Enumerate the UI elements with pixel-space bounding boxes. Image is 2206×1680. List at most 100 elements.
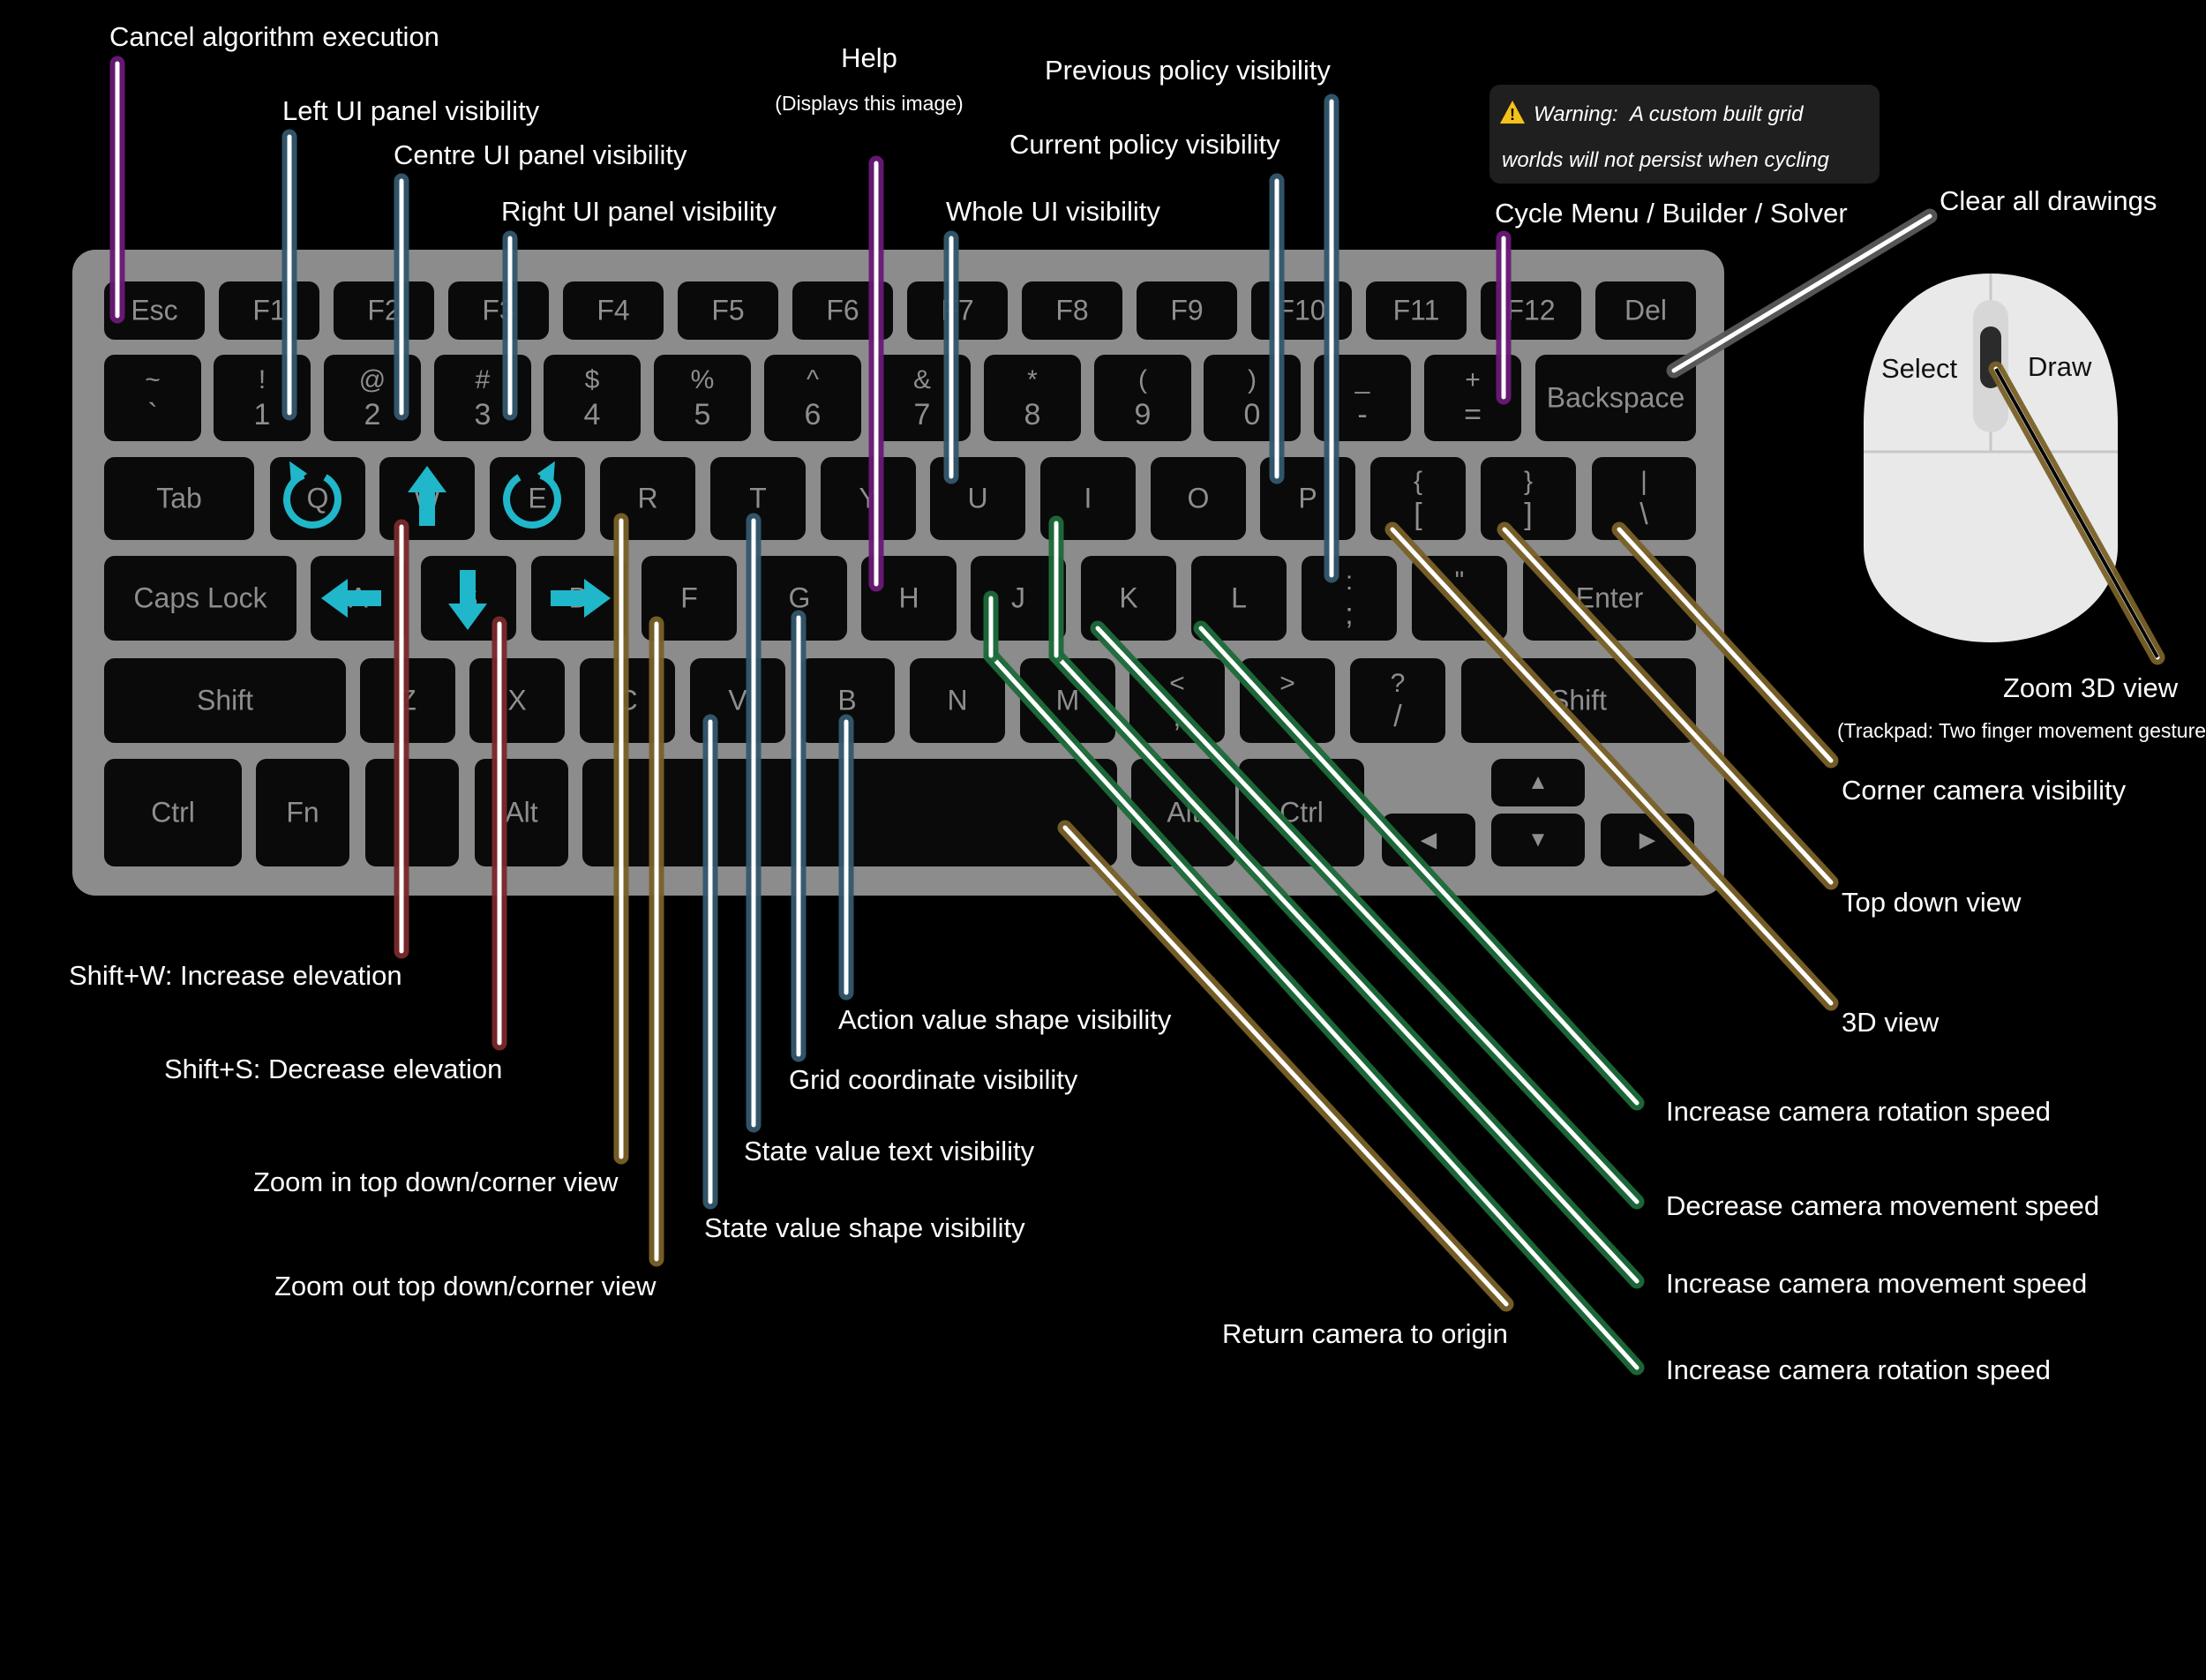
- key-f1[interactable]: F1: [219, 281, 319, 340]
- key-7[interactable]: &7: [874, 355, 971, 441]
- key-tab[interactable]: Tab: [104, 457, 254, 540]
- key-h[interactable]: H: [861, 556, 957, 641]
- key-f12[interactable]: F12: [1481, 281, 1581, 340]
- key-c[interactable]: C: [580, 658, 675, 743]
- key-s[interactable]: S: [421, 556, 516, 641]
- key-b[interactable]: B: [799, 658, 895, 743]
- key-5[interactable]: %5: [654, 355, 751, 441]
- key-shift-left[interactable]: Shift: [104, 658, 346, 743]
- key-f2[interactable]: F2: [334, 281, 434, 340]
- key-label-bottom: .: [1283, 700, 1292, 734]
- key-label: F4: [597, 294, 630, 326]
- key-ctrl-right[interactable]: Ctrl: [1239, 759, 1364, 866]
- key-tilde[interactable]: ~`: [104, 355, 201, 441]
- key-label-bottom: `: [147, 398, 158, 432]
- key-label: L: [1231, 581, 1247, 614]
- key-2[interactable]: @2: [324, 355, 421, 441]
- key-f10[interactable]: F10: [1251, 281, 1352, 340]
- key-q[interactable]: Q: [270, 457, 365, 540]
- key-8[interactable]: *8: [984, 355, 1081, 441]
- key-f3[interactable]: F3: [448, 281, 549, 340]
- key-quote[interactable]: ": [1412, 556, 1507, 641]
- key-semicolon[interactable]: :;: [1302, 556, 1397, 641]
- key-minus[interactable]: _-: [1314, 355, 1411, 441]
- key-9[interactable]: (9: [1094, 355, 1191, 441]
- key-a[interactable]: A: [311, 556, 406, 641]
- key-6[interactable]: ^6: [764, 355, 861, 441]
- key-4[interactable]: $4: [544, 355, 641, 441]
- key-1[interactable]: !1: [214, 355, 311, 441]
- key-f5[interactable]: F5: [678, 281, 778, 340]
- key-backspace[interactable]: Backspace: [1535, 355, 1696, 441]
- key-alt-left[interactable]: Alt: [475, 759, 568, 866]
- key-slash[interactable]: ?/: [1350, 658, 1445, 743]
- key-i[interactable]: I: [1040, 457, 1136, 540]
- key-label: I: [1084, 482, 1092, 514]
- key-esc[interactable]: Esc: [104, 281, 205, 340]
- warning-line-2: worlds will not persist when cycling: [1502, 148, 1829, 172]
- key-k[interactable]: K: [1081, 556, 1176, 641]
- key-equals[interactable]: +=: [1424, 355, 1521, 441]
- key-label-top: #: [475, 364, 491, 394]
- key-j[interactable]: J: [971, 556, 1066, 641]
- key-y[interactable]: Y: [821, 457, 916, 540]
- key-label: G: [788, 581, 811, 614]
- key-v[interactable]: V: [690, 658, 785, 743]
- key-f9[interactable]: F9: [1137, 281, 1237, 340]
- key-label-bottom: 2: [364, 398, 381, 432]
- key-label: R: [637, 482, 658, 514]
- key-f8[interactable]: F8: [1022, 281, 1122, 340]
- key-w[interactable]: W: [379, 457, 475, 540]
- key-period[interactable]: >.: [1240, 658, 1335, 743]
- key-d[interactable]: D: [531, 556, 627, 641]
- annotation-shift-s: Shift+S: Decrease elevation: [164, 1054, 503, 1084]
- key-f4[interactable]: F4: [563, 281, 664, 340]
- key-cmd-left[interactable]: [365, 759, 459, 866]
- annotation-3d-view: 3D view: [1842, 1007, 1940, 1038]
- key-l[interactable]: L: [1191, 556, 1287, 641]
- key-label-top: !: [258, 364, 266, 394]
- key-arrow-left[interactable]: ◀: [1382, 814, 1475, 866]
- key-label: F12: [1506, 294, 1556, 326]
- key-f[interactable]: F: [642, 556, 737, 641]
- key-arrow-up[interactable]: ▲: [1491, 759, 1585, 806]
- key-comma[interactable]: <,: [1129, 658, 1225, 743]
- warning-line-1: A custom built grid: [1629, 102, 1804, 126]
- key-m[interactable]: M: [1020, 658, 1115, 743]
- key-u[interactable]: U: [930, 457, 1025, 540]
- key-fn[interactable]: Fn: [256, 759, 349, 866]
- key-arrow-right[interactable]: ▶: [1601, 814, 1694, 866]
- key-p[interactable]: P: [1260, 457, 1355, 540]
- key-f7[interactable]: F7: [907, 281, 1008, 340]
- key-label-top: %: [690, 364, 715, 394]
- key-z[interactable]: Z: [360, 658, 455, 743]
- key-3[interactable]: #3: [434, 355, 531, 441]
- key-arrow-down[interactable]: ▼: [1491, 814, 1585, 866]
- key-label-top: ~: [145, 364, 161, 394]
- key-caps[interactable]: Caps Lock: [104, 556, 296, 641]
- key-label-bottom: ;: [1345, 597, 1354, 632]
- key-space[interactable]: [582, 759, 1117, 866]
- key-r[interactable]: R: [600, 457, 695, 540]
- key-ctrl-left[interactable]: Ctrl: [104, 759, 242, 866]
- key-lbracket[interactable]: {[: [1370, 457, 1466, 540]
- key-rbracket[interactable]: }]: [1481, 457, 1576, 540]
- key-label-bottom: [: [1414, 497, 1422, 531]
- key-label: F1: [252, 294, 286, 326]
- key-f11[interactable]: F11: [1366, 281, 1467, 340]
- key-enter[interactable]: Enter: [1523, 556, 1696, 641]
- key-g[interactable]: G: [752, 556, 847, 641]
- key-e[interactable]: E: [490, 457, 585, 540]
- key-f6[interactable]: F6: [792, 281, 893, 340]
- key-backslash[interactable]: |\: [1592, 457, 1696, 540]
- key-x[interactable]: X: [469, 658, 565, 743]
- key-n[interactable]: N: [910, 658, 1005, 743]
- key-o[interactable]: O: [1151, 457, 1246, 540]
- key-del[interactable]: Del: [1595, 281, 1696, 340]
- key-label: F8: [1055, 294, 1089, 326]
- key-shift-right[interactable]: Shift: [1461, 658, 1696, 743]
- key-label-bottom: =: [1464, 398, 1482, 432]
- key-t[interactable]: T: [710, 457, 806, 540]
- key-alt-right[interactable]: Alt: [1131, 759, 1235, 866]
- key-0[interactable]: )0: [1204, 355, 1301, 441]
